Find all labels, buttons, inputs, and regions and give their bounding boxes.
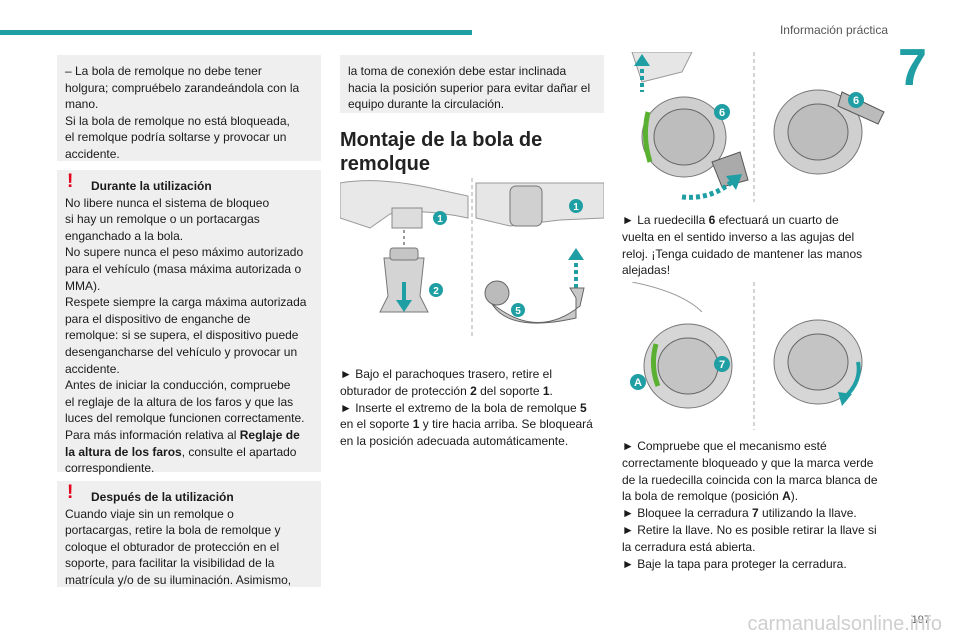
header-accent-bar (0, 30, 472, 35)
info-box-text: – La bola de remolque no debe tener holg… (65, 64, 300, 161)
step-remove-cap: ► Bajo el parachoques trasero, retire el… (340, 367, 553, 398)
wheel-instructions: ► La ruedecilla 6 efectuará un cuarto de… (622, 212, 886, 279)
warning-title: Después de la utilización (91, 490, 234, 504)
callout-1: 1 (437, 214, 443, 225)
step-lock-key: ► Bloquee la cerradura 7 utilizando la l… (622, 506, 857, 521)
mounting-instructions: ► Bajo el parachoques trasero, retire el… (340, 366, 604, 450)
wheel-rotation-illustration: 6 6 (631, 52, 885, 202)
continued-text: la toma de conexión debe estar inclinada… (348, 64, 591, 112)
step-remove-key: ► Retire la llave. No es posible retirar… (622, 522, 877, 554)
section-header: Información práctica (779, 23, 888, 37)
step-insert-ball: ► Inserte el extremo de la bola de remol… (340, 400, 593, 449)
warning-text: Cuando viaje sin un remolque o portacarg… (65, 506, 292, 587)
chapter-number: 7 (898, 39, 927, 97)
warning-text: No libere nunca el sistema de bloqueo si… (65, 195, 307, 476)
warning-title: Durante la utilización (91, 179, 212, 193)
step-check-lock: ► Compruebe que el mecanismo esté correc… (622, 439, 878, 504)
section-title: Montaje de la bola de remolque (340, 129, 543, 175)
page-number: 197 (911, 614, 930, 626)
watermark: carmanualsonline.info (747, 613, 942, 635)
step-lower-cover: ► Baje la tapa para proteger la cerradur… (622, 556, 847, 571)
warning-box-after: ! Después de la utilización Cuando viaje… (57, 481, 321, 587)
warning-icon: ! (67, 482, 74, 503)
callout-1: 1 (573, 202, 579, 213)
towball-mounting-illustration: 1 1 2 5 (340, 178, 604, 338)
step-wheel-turn: ► La ruedecilla 6 efectuará un cuarto de… (622, 213, 863, 278)
callout-5: 5 (515, 306, 521, 317)
info-box: – La bola de remolque no debe tener holg… (57, 55, 321, 161)
continued-box: la toma de conexión debe estar inclinada… (340, 55, 604, 113)
warning-icon: ! (67, 171, 74, 192)
callout-6: 6 (853, 95, 859, 107)
callout-7: 7 (719, 359, 725, 371)
callout-6: 6 (719, 107, 725, 119)
callout-a: A (634, 377, 642, 389)
callout-2: 2 (433, 286, 439, 297)
lock-instructions: ► Compruebe que el mecanismo esté correc… (622, 438, 886, 572)
lock-check-illustration: 7 A (630, 282, 863, 430)
warning-box-usage: ! Durante la utilización No libere nunca… (57, 170, 321, 475)
